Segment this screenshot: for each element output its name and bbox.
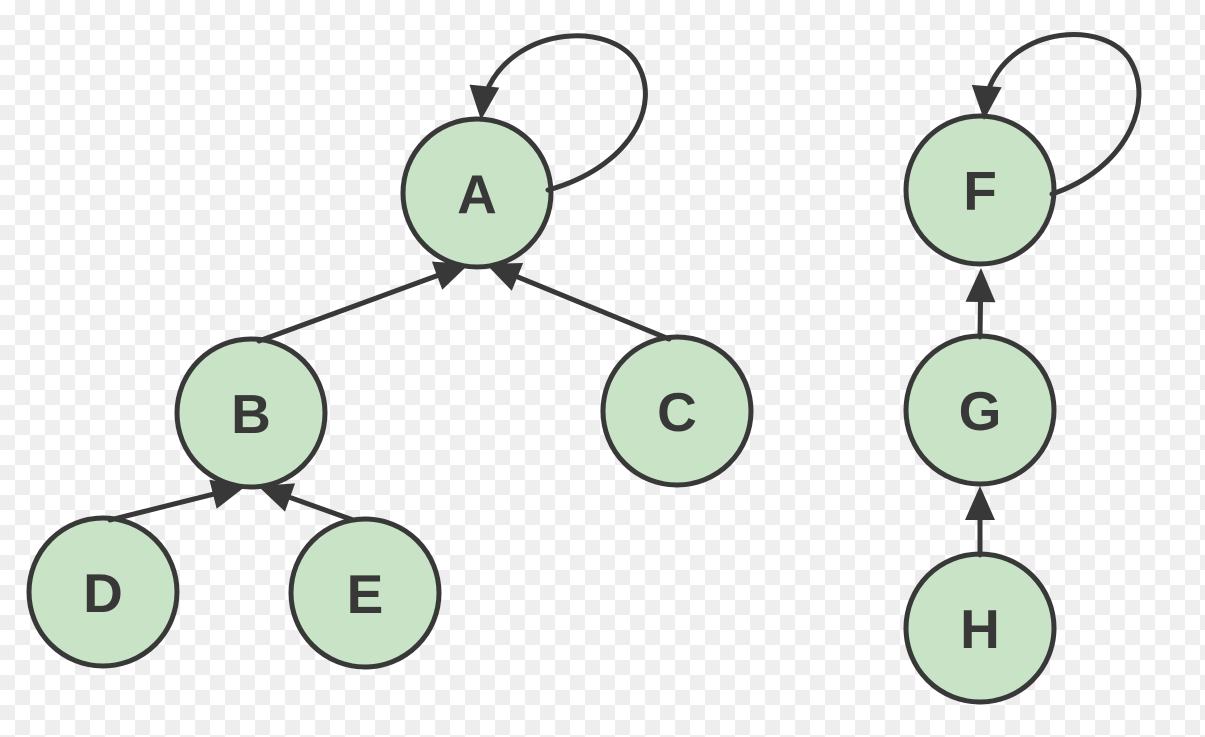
node-label-F: F (963, 160, 997, 222)
arrowhead-E-to-B (258, 483, 296, 512)
arrowhead-F-to-F (971, 84, 1002, 120)
edge-self-loop-F (987, 32, 1142, 197)
node-label-H: H (960, 598, 1000, 660)
edge-self-loop-A (486, 33, 648, 193)
edge-D-to-B (107, 490, 222, 523)
node-D (26, 515, 180, 669)
node-label-B: B (231, 383, 271, 445)
arrowhead-A-to-A (469, 84, 500, 120)
node-F (903, 113, 1057, 267)
edge-E-to-B (281, 492, 356, 523)
node-label-E: E (347, 563, 384, 625)
arrowhead-G-to-F (965, 268, 996, 303)
arrowhead-B-to-A (431, 261, 469, 290)
node-B (174, 336, 328, 490)
node-A (400, 116, 554, 270)
edge-B-to-A (256, 271, 446, 344)
node-C (600, 334, 754, 488)
node-label-D: D (83, 562, 123, 624)
arrowhead-H-to-G (965, 486, 995, 520)
node-E (288, 516, 442, 670)
node-label-G: G (959, 380, 1002, 442)
edge-C-to-A (509, 272, 672, 342)
arrowhead-C-to-A (486, 263, 524, 291)
arrowhead-D-to-B (209, 479, 246, 509)
node-label-A: A (457, 163, 497, 225)
node-label-C: C (657, 381, 697, 443)
edge-G-to-F (977, 293, 984, 340)
